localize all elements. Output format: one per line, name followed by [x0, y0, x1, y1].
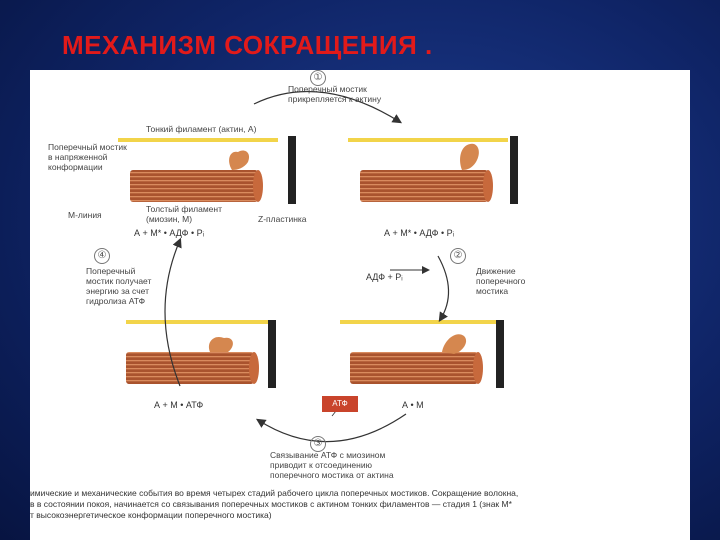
formula-top-right: А + М* • АДФ • Pᵢ	[384, 228, 455, 238]
z-plate	[288, 136, 296, 204]
formula-bottom-right: А • М	[402, 400, 424, 410]
diagram-panel: ① ② ③ ④ Поперечный мостик прикрепляется …	[30, 70, 690, 540]
formula-bottom-left: А + М • АТФ	[154, 400, 204, 410]
arrow-step4	[164, 237, 182, 387]
formula-top-left: А + М* • АДФ • Pᵢ	[134, 228, 205, 238]
label-z-plate: Z-пластинка	[258, 214, 307, 224]
label-step3: Связывание АТФ с миозином приводит к отс…	[270, 450, 394, 480]
label-tense-bridge: Поперечный мостик в напряженной конформа…	[48, 142, 127, 172]
arrow-step1	[253, 90, 403, 124]
stage-bottom-right	[340, 320, 504, 388]
slide-title: МЕХАНИЗМ СОКРАЩЕНИЯ .	[62, 30, 433, 60]
formula-adp-pi: АДФ + Pᵢ	[366, 272, 403, 282]
label-thin-filament: Тонкий филамент (актин, А)	[146, 124, 257, 134]
thin-filament-actin	[118, 138, 278, 142]
label-step1: Поперечный мостик прикрепляется к актину	[288, 84, 382, 104]
label-step2-movement: Движение поперечного мостика	[476, 266, 526, 296]
stage-bottom-left	[126, 320, 276, 388]
stage-top-right	[348, 136, 518, 204]
stage-top-left	[118, 136, 296, 204]
arrow-step2	[437, 255, 450, 323]
arrow-step3	[255, 413, 407, 443]
label-step4: Поперечный мостик получает энергию за сч…	[86, 266, 152, 306]
label-m-line: М-линия	[68, 210, 102, 220]
contraction-cycle-diagram	[118, 90, 518, 443]
label-thick-filament: Толстый филамент (миозин, М)	[146, 204, 222, 224]
step-1-number: ①	[310, 70, 326, 86]
cross-bridge-head	[229, 150, 250, 170]
step-2-number: ②	[450, 248, 466, 264]
step-4-number: ④	[94, 248, 110, 264]
step-3-number: ③	[310, 436, 326, 452]
thick-filament-myosin	[130, 170, 258, 202]
atp-box: АТФ	[322, 396, 358, 412]
figure-caption: имические и механические события во врем…	[30, 488, 519, 520]
